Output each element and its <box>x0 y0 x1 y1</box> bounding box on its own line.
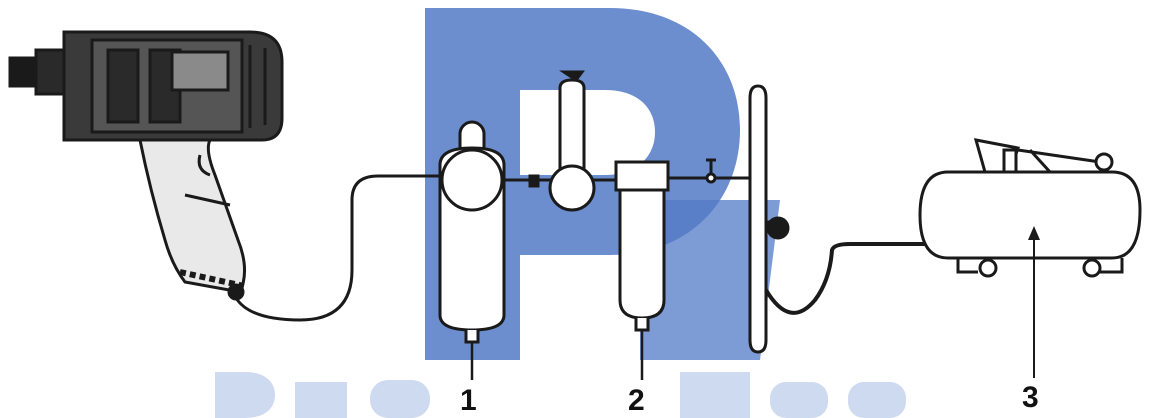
lubricator-icon <box>528 70 596 212</box>
hose-wrench-to-filter <box>234 174 440 322</box>
air-compressor-icon <box>918 138 1142 278</box>
pressure-regulator-filter-icon <box>614 160 670 380</box>
manifold-stand-icon <box>748 84 790 354</box>
water-separator-filter-icon <box>438 120 506 380</box>
impact-wrench-icon <box>8 30 284 301</box>
callout-label-1: 1 <box>460 384 477 417</box>
callout-3-pointer <box>1028 226 1040 378</box>
callout-label-2: 2 <box>628 384 645 417</box>
callout-label-3: 3 <box>1022 381 1039 414</box>
valve-and-pipe <box>668 158 760 184</box>
watermark-text <box>215 372 906 418</box>
hose-manifold-to-compressor <box>764 242 935 315</box>
